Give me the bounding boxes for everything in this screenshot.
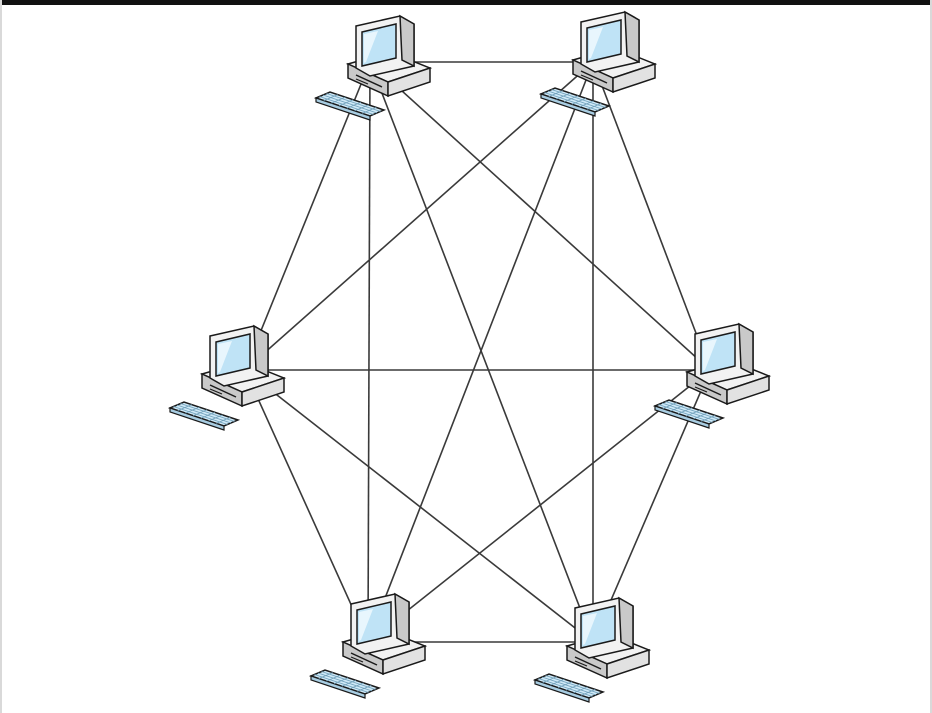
- link-top-left-to-bottom-right: [369, 61, 594, 643]
- desktop-computer-icon: [538, 10, 658, 117]
- desktop-computer-icon: [167, 324, 287, 431]
- desktop-computer-icon: [652, 322, 772, 429]
- link-middle-right-to-bottom-left: [367, 369, 711, 643]
- desktop-computer-icon: [308, 592, 428, 699]
- link-top-right-to-bottom-left: [367, 61, 594, 643]
- link-top-right-to-middle-left: [244, 61, 594, 371]
- network-nodes: [167, 10, 772, 703]
- link-top-left-to-bottom-left: [367, 61, 371, 643]
- link-top-left-to-middle-right: [369, 61, 711, 371]
- network-links: [244, 61, 711, 643]
- desktop-computer-icon: [313, 14, 433, 121]
- link-top-right-to-middle-right: [592, 61, 711, 371]
- left-edge-rule: [0, 0, 2, 713]
- computer-node-top-right: [538, 10, 658, 117]
- computer-node-top-left: [313, 14, 433, 121]
- top-border: [0, 0, 932, 5]
- computer-node-middle-left: [167, 324, 287, 431]
- computer-node-bottom-right: [532, 596, 652, 703]
- computer-node-middle-right: [652, 322, 772, 429]
- link-middle-left-to-bottom-right: [244, 369, 594, 643]
- link-middle-left-to-bottom-left: [244, 369, 369, 643]
- right-edge-rule: [930, 0, 932, 713]
- desktop-computer-icon: [532, 596, 652, 703]
- computer-node-bottom-left: [308, 592, 428, 699]
